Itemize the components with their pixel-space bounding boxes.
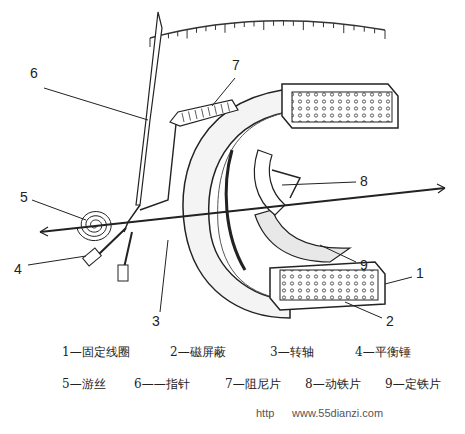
- callout-number: 8: [360, 174, 368, 188]
- hairspring: [77, 212, 111, 241]
- legend-caption: 8—动铁片: [305, 378, 361, 390]
- watermark: www.55dianzi.com: [292, 408, 383, 419]
- callout-number: 5: [20, 190, 28, 204]
- callout-number: 1: [416, 266, 424, 280]
- balance-weight: [83, 248, 102, 266]
- callout-number: 2: [386, 314, 394, 328]
- watermark: http: [256, 408, 274, 419]
- legend-caption: 6——指针: [134, 378, 190, 390]
- legend-caption: 5—游丝: [62, 378, 106, 390]
- scale-ticks: [150, 21, 385, 47]
- balance-weight: [118, 265, 128, 281]
- scale-arc: [150, 21, 385, 38]
- leader-lines: [28, 78, 412, 318]
- legend-caption: 3—转轴: [270, 346, 314, 358]
- fixed-iron: [255, 210, 350, 262]
- legend-caption: 7—阻尼片: [225, 378, 281, 390]
- pointer: [136, 12, 162, 205]
- callout-number: 3: [152, 314, 160, 328]
- callout-number: 9: [360, 258, 368, 272]
- legend-caption: 9—定铁片: [385, 378, 441, 390]
- callout-number: 4: [14, 262, 22, 276]
- legend-caption: 1—固定线圈: [62, 346, 130, 358]
- damping-vane: [170, 100, 238, 126]
- callout-number: 6: [30, 66, 38, 80]
- legend-caption: 4—平衡锤: [355, 346, 411, 358]
- legend-caption: 2—磁屏蔽: [170, 346, 226, 358]
- callout-number: 7: [232, 58, 240, 72]
- fixed-coil-upper: [292, 92, 392, 122]
- fixed-coil-lower: [280, 270, 378, 300]
- balance-arms: [98, 228, 132, 268]
- shaft: [40, 188, 445, 232]
